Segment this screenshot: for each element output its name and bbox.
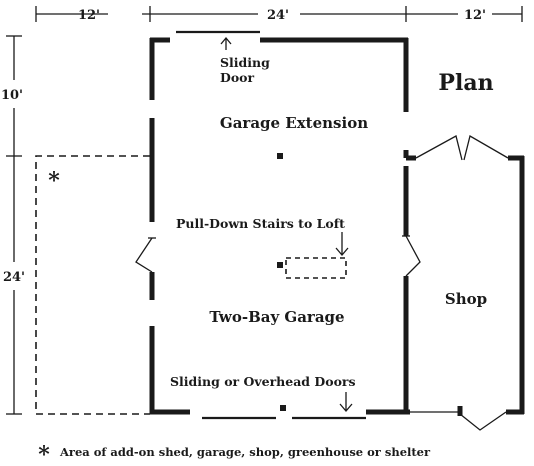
room-label-garage-extension: Garage Extension <box>220 114 368 132</box>
shop-double-door-top <box>415 135 509 161</box>
overhead-door-arrow-icon <box>339 392 353 412</box>
dimension-left-lower: 24' <box>3 270 25 285</box>
left-side-door <box>135 237 156 273</box>
dimension-top-left: 12' <box>78 8 100 23</box>
right-side-door <box>402 235 421 277</box>
dimension-left-upper: 10' <box>1 88 23 103</box>
stairs-label: Pull-Down Stairs to Loft <box>176 216 345 231</box>
dimension-top-right: 12' <box>464 8 486 23</box>
top-dimension-line <box>35 6 523 22</box>
overhead-doors-label: Sliding or Overhead Doors <box>170 374 356 389</box>
left-dimension-line <box>6 35 22 415</box>
addon-area-outline <box>35 155 150 415</box>
footnote-text: Area of add-on shed, garage, shop, green… <box>59 445 431 459</box>
stairs-arrow-icon <box>335 232 349 256</box>
post-upper <box>277 153 283 159</box>
sliding-door-label-line1: Sliding <box>220 55 270 70</box>
shop-door-bottom <box>410 411 507 431</box>
pull-down-stairs-outline <box>285 257 347 279</box>
shop-walls <box>403 155 525 416</box>
plan-title: Plan <box>438 70 493 96</box>
post-bottom <box>280 405 286 411</box>
sliding-door-label-line2: Door <box>220 70 255 85</box>
main-building-walls <box>149 37 410 415</box>
room-label-shop: Shop <box>445 290 487 308</box>
post-middle <box>277 262 283 268</box>
dimension-top-middle: 24' <box>267 8 289 23</box>
addon-area-marker: * <box>48 168 60 194</box>
room-label-two-bay-garage: Two-Bay Garage <box>209 308 344 326</box>
footnote-symbol: * <box>38 442 50 466</box>
sliding-door-arrow-icon <box>220 36 232 50</box>
